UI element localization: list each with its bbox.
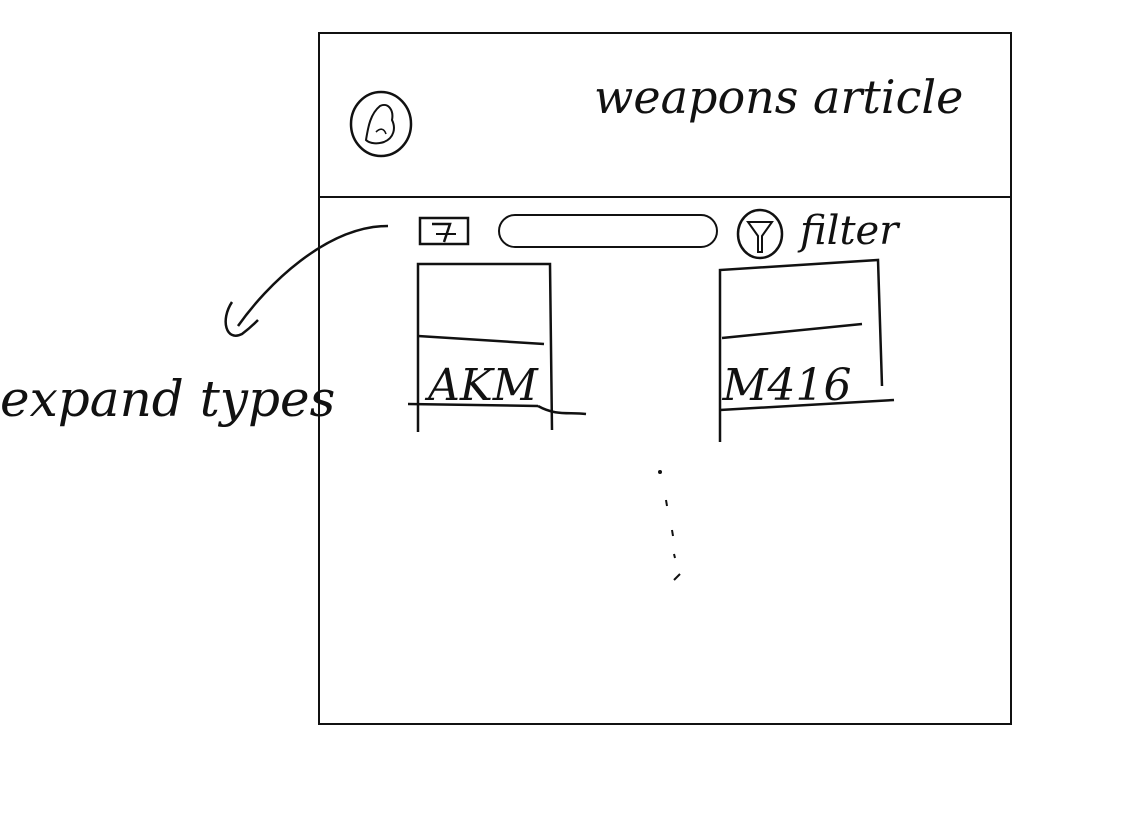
toolbar: filter	[320, 204, 1010, 264]
weapon-card-m416[interactable]: M416	[712, 252, 895, 442]
weapon-card-akm[interactable]: AKM	[408, 252, 588, 442]
weapon-name: M416	[722, 360, 852, 411]
expand-icon[interactable]	[416, 212, 476, 248]
card-frame	[718, 258, 895, 442]
filter-button[interactable]: filter	[734, 204, 944, 264]
card-frame	[408, 262, 587, 432]
avatar-icon[interactable]	[348, 88, 414, 158]
app-screen: weapons article filter AKM	[318, 32, 1012, 725]
more-items-indicator	[658, 470, 681, 581]
app-header: weapons article	[320, 34, 1010, 198]
annotation-note: expand types	[0, 370, 336, 428]
filter-label: filter	[800, 208, 899, 254]
annotation-arrow	[224, 224, 389, 337]
weapon-name: AKM	[428, 360, 538, 411]
filter-icon	[736, 208, 784, 260]
search-input[interactable]	[498, 214, 718, 248]
page-title: weapons article	[594, 70, 964, 124]
